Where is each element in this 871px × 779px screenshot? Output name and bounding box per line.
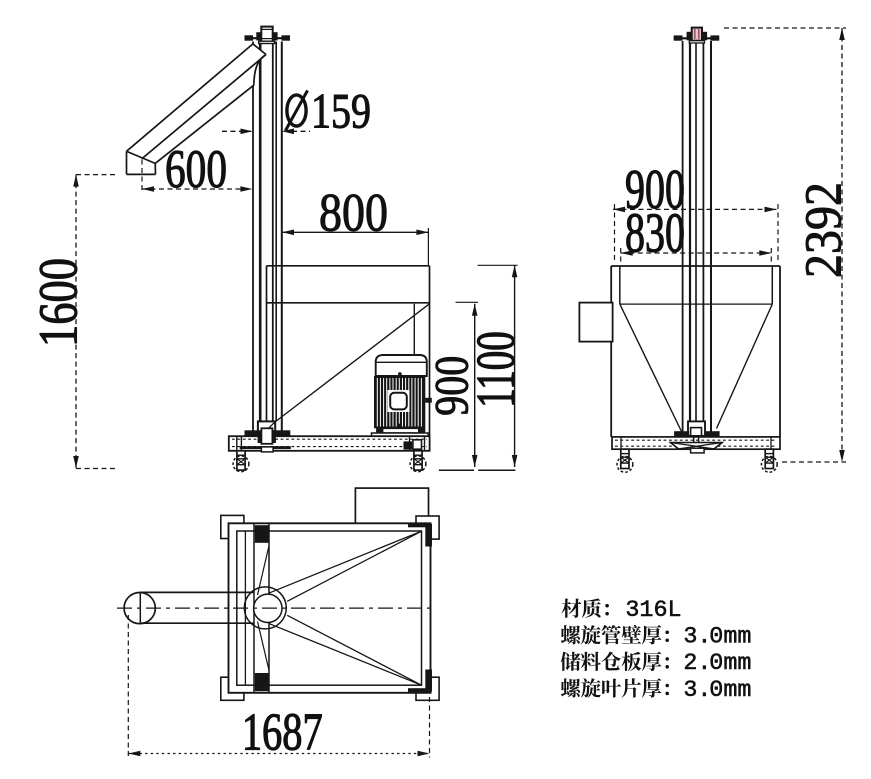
svg-text:316L: 316L xyxy=(625,598,681,624)
svg-text:800: 800 xyxy=(319,182,388,242)
svg-text:1600: 1600 xyxy=(27,258,89,347)
svg-text:2392: 2392 xyxy=(794,182,852,278)
svg-text:0mm: 0mm xyxy=(709,625,751,651)
svg-text:830: 830 xyxy=(625,202,685,264)
svg-text:0mm: 0mm xyxy=(709,651,751,677)
svg-text:600: 600 xyxy=(165,140,227,200)
svg-text:900: 900 xyxy=(625,159,685,221)
svg-text:1687: 1687 xyxy=(242,703,323,761)
svg-text:0mm: 0mm xyxy=(709,678,751,704)
svg-text:900: 900 xyxy=(425,356,478,416)
svg-text:3.: 3. xyxy=(683,678,711,704)
svg-text:1100: 1100 xyxy=(467,331,527,408)
svg-text:159: 159 xyxy=(311,83,371,138)
svg-text:2.: 2. xyxy=(683,651,711,677)
svg-text:3.: 3. xyxy=(683,625,711,651)
